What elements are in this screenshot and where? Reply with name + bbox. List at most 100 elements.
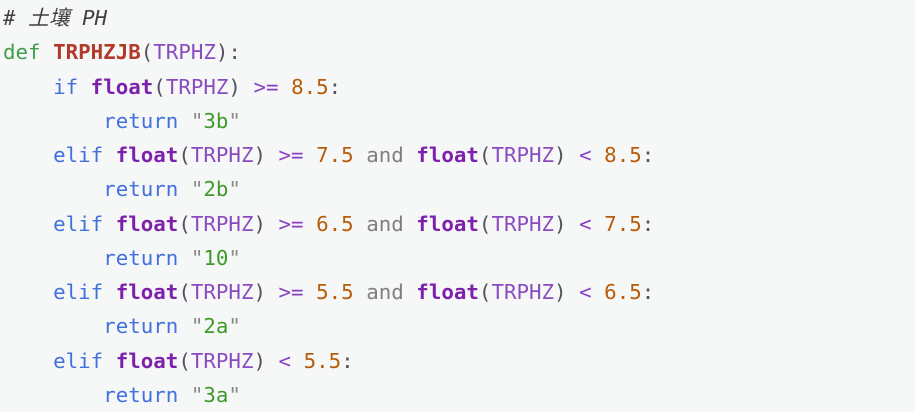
code-token-stringQuote: " xyxy=(228,314,241,339)
code-token-punctuation: ( xyxy=(140,40,154,65)
code-token-number: 8.5 xyxy=(291,74,329,99)
code-token-number: 7.5 xyxy=(316,143,354,167)
code-token-number: 8.5 xyxy=(604,143,642,167)
code-token-variable: TRPHZ xyxy=(491,211,555,236)
code-token-punctuation: ): xyxy=(215,40,241,65)
code-token-punctuation: ( xyxy=(153,74,166,99)
code-token-number: 5.5 xyxy=(303,348,342,373)
code-token-plain xyxy=(354,280,367,304)
code-token-string: 3a xyxy=(203,382,229,407)
code-token-variable: TRPHZ xyxy=(491,280,555,304)
code-token-plain xyxy=(178,246,191,270)
code-token-stringQuote: " xyxy=(228,245,241,270)
code-token-string: 10 xyxy=(203,245,229,270)
code-token-plain xyxy=(592,212,605,236)
code-token-plain xyxy=(279,75,292,99)
code-token-variable: TRPHZ xyxy=(190,211,254,236)
code-token-keyword: elif xyxy=(53,348,104,373)
code-token-punctuation: : xyxy=(641,143,655,167)
code-token-operator: < xyxy=(579,280,592,304)
code-token-stringQuote: " xyxy=(190,245,204,270)
code-token-string: 2b xyxy=(203,177,229,202)
code-token-plain xyxy=(592,280,605,304)
code-token-builtin: float xyxy=(115,211,179,236)
code-token-plain xyxy=(3,212,53,236)
code-token-plain xyxy=(3,109,103,133)
code-token-builtin: float xyxy=(416,280,479,304)
code-line: elif float(TRPHZ) < 5.5: xyxy=(3,344,915,378)
code-token-punctuation: ) xyxy=(554,280,567,304)
code-token-number: 5.5 xyxy=(316,280,354,304)
code-token-variable: TRPHZ xyxy=(491,143,555,167)
code-line: elif float(TRPHZ) >= 5.5 and float(TRPHZ… xyxy=(3,275,915,309)
code-token-builtin: float xyxy=(416,143,479,167)
code-token-plain xyxy=(304,212,317,236)
code-line: return "2b" xyxy=(3,172,915,206)
code-token-plain xyxy=(3,349,53,373)
code-token-plain xyxy=(3,314,103,338)
code-line: def TRPHZJB(TRPHZ): xyxy=(3,35,915,69)
code-token-number: 7.5 xyxy=(604,211,642,236)
code-token-plain xyxy=(3,246,103,270)
code-token-builtin: float xyxy=(115,143,179,167)
code-token-operator: < xyxy=(579,211,592,236)
code-token-plain xyxy=(266,280,279,304)
code-token-operator: >= xyxy=(278,211,304,236)
code-token-keyword: elif xyxy=(53,280,104,304)
code-token-operator: < xyxy=(278,348,292,373)
code-line: elif float(TRPHZ) >= 6.5 and float(TRPHZ… xyxy=(3,207,915,241)
code-token-wordOperator: and xyxy=(366,143,404,167)
code-token-plain xyxy=(78,75,91,99)
code-token-plain xyxy=(266,349,279,373)
code-token-plain xyxy=(103,349,116,373)
code-token-plain xyxy=(567,280,580,304)
code-token-plain xyxy=(354,143,367,167)
code-token-stringQuote: " xyxy=(228,108,241,133)
code-token-plain xyxy=(404,280,417,304)
code-token-plain xyxy=(567,212,580,236)
code-token-keyword: return xyxy=(103,314,179,339)
code-token-punctuation: ( xyxy=(178,348,191,373)
code-token-keyword: return xyxy=(103,382,179,407)
code-token-plain xyxy=(41,40,54,64)
code-token-stringQuote: " xyxy=(190,177,204,202)
code-token-variable: TRPHZ xyxy=(190,280,254,304)
code-token-stringQuote: " xyxy=(228,177,241,202)
code-token-builtin: float xyxy=(115,348,179,373)
code-token-plain xyxy=(266,143,279,167)
code-token-string: 3b xyxy=(203,108,229,133)
code-token-number: 6.5 xyxy=(316,211,354,236)
code-token-plain xyxy=(404,212,417,236)
code-token-operator: >= xyxy=(253,74,279,99)
code-token-functionName: TRPHZJB xyxy=(53,40,141,65)
code-token-variable: TRPHZ xyxy=(190,143,254,167)
code-token-plain xyxy=(178,109,191,133)
code-token-stringQuote: " xyxy=(190,382,204,407)
code-token-plain xyxy=(103,280,116,304)
code-token-defKeyword: def xyxy=(3,40,41,65)
code-token-plain xyxy=(304,143,317,167)
code-token-punctuation: ( xyxy=(478,211,492,236)
code-token-punctuation: ( xyxy=(178,280,191,304)
code-token-plain xyxy=(3,280,53,304)
code-token-punctuation: ( xyxy=(178,211,191,236)
code-token-punctuation: : xyxy=(641,211,655,236)
code-token-punctuation: : xyxy=(328,74,342,99)
code-token-punctuation: ) xyxy=(554,143,567,167)
code-token-plain xyxy=(178,314,191,338)
code-token-keyword: return xyxy=(103,108,179,133)
code-token-number: 6.5 xyxy=(604,280,642,304)
code-token-plain xyxy=(567,143,580,167)
code-token-plain xyxy=(291,349,304,373)
code-token-punctuation: ) xyxy=(253,211,266,236)
code-token-punctuation: ) xyxy=(253,348,266,373)
code-token-plain xyxy=(3,143,53,167)
code-token-variable: TRPHZ xyxy=(165,74,229,99)
code-token-keyword: return xyxy=(103,245,179,270)
code-token-variable: TRPHZ xyxy=(153,40,216,65)
code-token-stringQuote: " xyxy=(190,314,204,339)
code-token-plain xyxy=(241,75,254,99)
code-token-punctuation: : xyxy=(641,280,655,304)
code-token-operator: >= xyxy=(278,143,304,167)
code-token-punctuation: : xyxy=(341,348,354,373)
